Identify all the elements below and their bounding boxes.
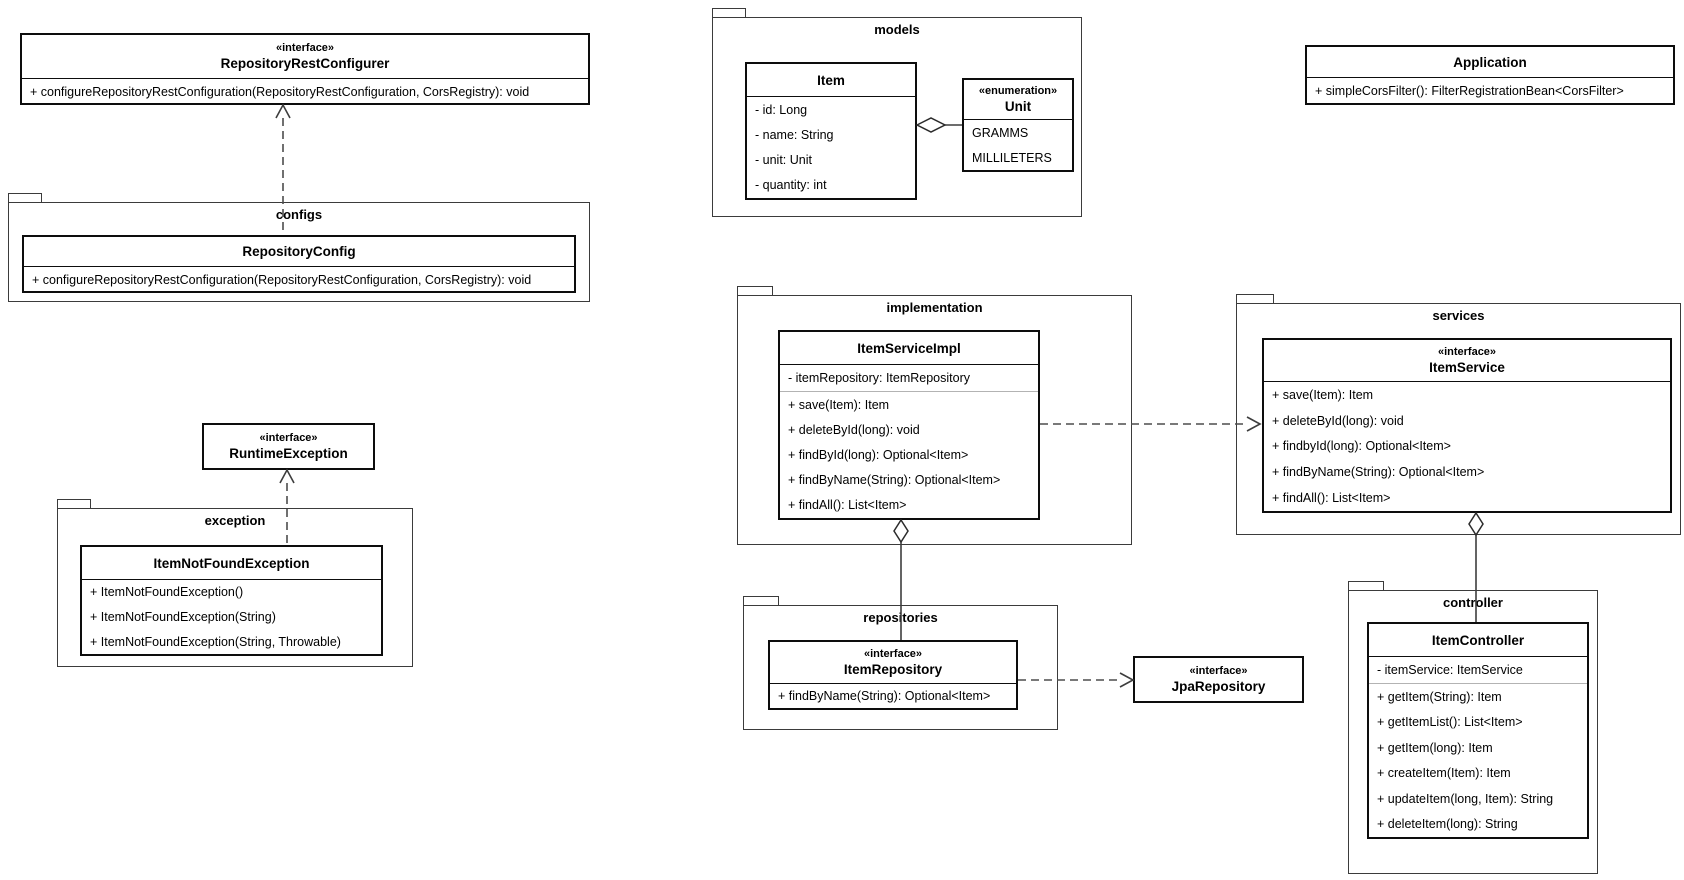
method: + save(Item): Item — [1272, 387, 1374, 402]
class-name: JpaRepository — [1171, 679, 1266, 694]
class-name: ItemServiceImpl — [857, 340, 961, 356]
class-item[interactable]: Item - id: Long - name: String - unit: U… — [745, 62, 917, 200]
class-item-not-found-exception[interactable]: ItemNotFoundException + ItemNotFoundExce… — [80, 545, 383, 656]
field: - name: String — [755, 127, 834, 142]
method: + deleteItem(long): String — [1377, 817, 1518, 832]
class-name: ItemRepository — [843, 662, 943, 677]
package-tab-models — [712, 8, 746, 18]
package-tab-configs — [8, 193, 42, 203]
enum-value: MILLILETERS — [972, 150, 1052, 165]
method: + ItemNotFoundException(String, Throwabl… — [90, 634, 341, 649]
open-arrowhead-up-icon — [279, 468, 295, 484]
class-name: Application — [1453, 54, 1527, 70]
package-title: controller — [1443, 595, 1503, 610]
package-title: services — [1432, 308, 1485, 323]
class-runtime-exception[interactable]: «interface» RuntimeException — [202, 423, 375, 470]
method: + getItem(String): Item — [1377, 689, 1502, 704]
enumeration-unit[interactable]: «enumeration» Unit GRAMMS MILLILETERS — [962, 78, 1074, 172]
package-tab-exception — [57, 499, 91, 509]
package-title: repositories — [863, 610, 938, 625]
field: - itemService: ItemService — [1377, 663, 1523, 677]
class-item-service-impl[interactable]: ItemServiceImpl - itemRepository: ItemRe… — [778, 330, 1040, 520]
method: + findAll(): List<Item> — [788, 498, 907, 513]
package-tab-services — [1236, 294, 1274, 304]
method: + findByName(String): Optional<Item> — [1272, 465, 1485, 480]
stereotype-label: «interface» — [863, 648, 923, 660]
class-name: RuntimeException — [229, 446, 348, 461]
method: + findAll(): List<Item> — [1272, 491, 1391, 506]
open-arrowhead-right-icon — [1119, 672, 1135, 688]
stereotype-label: «enumeration» — [978, 85, 1058, 97]
field: - itemRepository: ItemRepository — [788, 371, 971, 385]
package-title: models — [874, 22, 920, 37]
class-repository-config[interactable]: RepositoryConfig + configureRepositoryRe… — [22, 235, 576, 293]
stereotype-label: «interface» — [1437, 346, 1497, 358]
field: - unit: Unit — [755, 153, 812, 168]
class-name: Item — [817, 72, 845, 88]
package-tab-repositories — [743, 596, 779, 606]
method: + getItemList(): List<Item> — [1377, 715, 1523, 730]
class-name: RepositoryConfig — [242, 244, 356, 259]
class-name: ItemService — [1429, 360, 1505, 375]
interface-item-service[interactable]: «interface» ItemService + save(Item): It… — [1262, 338, 1672, 513]
method: + getItem(long): Item — [1377, 740, 1493, 755]
method: + updateItem(long, Item): String — [1377, 791, 1554, 806]
interface-jpa-repository[interactable]: «interface» JpaRepository — [1133, 656, 1304, 703]
method: + findByName(String): Optional<Item> — [778, 689, 991, 703]
stereotype-label: «interface» — [1189, 665, 1248, 677]
open-arrowhead-up-icon — [275, 103, 291, 119]
method: + findbyId(long): Optional<Item> — [1272, 439, 1451, 454]
method: + findById(long): Optional<Item> — [788, 448, 969, 462]
package-tab-controller — [1348, 581, 1384, 591]
method: + ItemNotFoundException() — [90, 585, 244, 600]
interface-item-repository[interactable]: «interface» ItemRepository + findByName(… — [768, 640, 1018, 710]
class-name: ItemController — [1431, 632, 1525, 648]
method: + ItemNotFoundException(String) — [90, 610, 276, 624]
enum-value: GRAMMS — [972, 125, 1029, 140]
class-application[interactable]: Application + simpleCorsFilter(): Filter… — [1305, 45, 1675, 105]
method: + simpleCorsFilter(): FilterRegistration… — [1315, 83, 1624, 98]
method: + deleteById(long): void — [1272, 413, 1404, 428]
stereotype-label: «interface» — [275, 42, 335, 54]
class-repository-rest-configurer[interactable]: «interface» RepositoryRestConfigurer + c… — [20, 33, 590, 105]
class-item-controller[interactable]: ItemController - itemService: ItemServic… — [1367, 622, 1589, 839]
method: + createItem(Item): Item — [1377, 766, 1511, 781]
class-name: Unit — [1004, 99, 1032, 114]
method: + deleteById(long): void — [788, 422, 920, 437]
stereotype-label: «interface» — [259, 432, 318, 444]
field: - quantity: int — [755, 178, 827, 193]
class-name: ItemNotFoundException — [153, 555, 310, 571]
method: + configureRepositoryRestConfiguration(R… — [32, 273, 532, 287]
method: + configureRepositoryRestConfiguration(R… — [30, 85, 530, 99]
method: + save(Item): Item — [788, 397, 890, 412]
class-name: RepositoryRestConfigurer — [220, 56, 390, 71]
package-title: exception — [204, 513, 266, 528]
method: + findByName(String): Optional<Item> — [788, 473, 1001, 488]
package-title: configs — [275, 207, 323, 222]
package-tab-implementation — [737, 286, 773, 296]
package-title: implementation — [886, 300, 983, 315]
field: - id: Long — [755, 102, 808, 117]
